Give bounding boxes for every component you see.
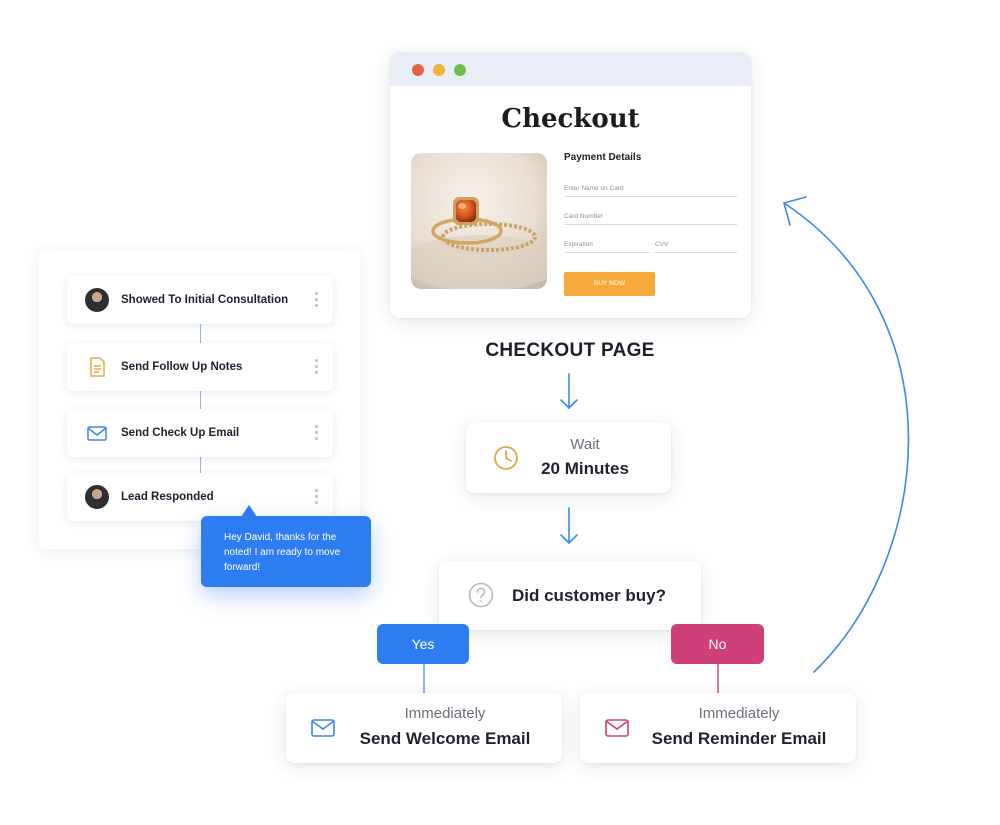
workflow-step-lead-responded[interactable]: Lead Responded: [67, 473, 333, 521]
message-bubble: Hey David, thanks for the noted! I am re…: [201, 516, 371, 587]
step-connector: [200, 389, 201, 409]
step-label: Send Check Up Email: [121, 427, 240, 439]
send-welcome-email-step[interactable]: Immediately Send Welcome Email: [286, 693, 562, 763]
step-label: Send Follow Up Notes: [121, 361, 243, 373]
wait-label: Wait: [570, 436, 600, 453]
checkout-page-label: CHECKOUT PAGE: [485, 340, 655, 361]
envelope-icon: [310, 715, 336, 746]
message-bubble-tip: [241, 505, 257, 517]
buy-now-button[interactable]: BUY NOW: [564, 272, 655, 296]
window-titlebar: [390, 52, 751, 86]
checkout-window: Checkout Payment Details Enter Name on C…: [390, 52, 751, 318]
step-label: Lead Responded: [121, 491, 214, 503]
wait-duration: 20 Minutes: [541, 459, 629, 478]
close-dot[interactable]: [412, 64, 424, 76]
payment-details-title: Payment Details: [564, 152, 642, 163]
action-label: Send Welcome Email: [359, 729, 531, 748]
workflow-step-follow-up[interactable]: Send Follow Up Notes: [67, 343, 333, 391]
yes-branch-label[interactable]: Yes: [377, 624, 469, 664]
card-name-field[interactable]: Enter Name on Card: [564, 185, 737, 197]
message-text: Hey David, thanks for the noted! I am re…: [224, 532, 341, 573]
question-text: Did customer buy?: [512, 586, 666, 605]
product-image: [411, 153, 547, 289]
envelope-icon: [85, 421, 109, 445]
workflow-step-consultation[interactable]: Showed To Initial Consultation: [67, 276, 333, 324]
avatar: [85, 288, 109, 312]
expiration-field[interactable]: Expiration: [564, 241, 650, 253]
avatar: [85, 485, 109, 509]
envelope-icon: [604, 715, 630, 746]
clock-icon: [492, 444, 520, 477]
cvv-field[interactable]: CVV: [655, 241, 737, 253]
question-icon: [468, 582, 494, 613]
more-options-icon[interactable]: [315, 359, 319, 377]
no-branch-label[interactable]: No: [671, 624, 764, 664]
wait-step[interactable]: Wait 20 Minutes: [466, 423, 671, 493]
step-label: Showed To Initial Consultation: [121, 294, 289, 306]
maximize-dot[interactable]: [454, 64, 466, 76]
loop-back-arrow-icon: [783, 196, 910, 673]
step-connector: [200, 455, 201, 474]
more-options-icon[interactable]: [315, 489, 319, 507]
workflow-step-check-up-email[interactable]: Send Check Up Email: [67, 409, 333, 457]
timing-label: Immediately: [698, 705, 780, 722]
action-label: Send Reminder Email: [651, 729, 827, 748]
minimize-dot[interactable]: [433, 64, 445, 76]
timing-label: Immediately: [404, 705, 486, 722]
arrow-down-icon: [560, 373, 578, 410]
document-icon: [85, 355, 109, 379]
card-number-field[interactable]: Card Number: [564, 213, 737, 225]
decision-step[interactable]: Did customer buy?: [439, 561, 701, 630]
arrow-down-icon: [560, 507, 578, 545]
step-connector: [200, 323, 201, 344]
more-options-icon[interactable]: [315, 425, 319, 443]
send-reminder-email-step[interactable]: Immediately Send Reminder Email: [580, 693, 856, 763]
more-options-icon[interactable]: [315, 292, 319, 310]
checkout-title: Checkout: [501, 104, 640, 134]
